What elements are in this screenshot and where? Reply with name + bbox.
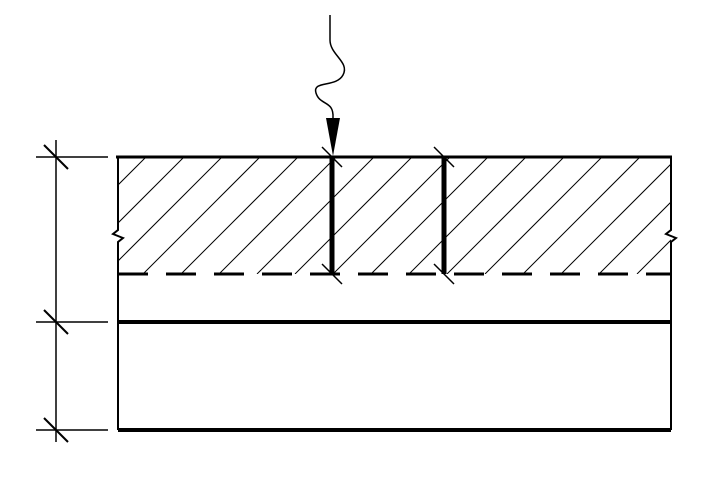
left-break-edge (111, 157, 125, 274)
hatch-line (118, 157, 147, 186)
hatch-line (118, 157, 223, 262)
dimension-tick-middle (43, 309, 69, 335)
hatch-line (636, 239, 671, 274)
dimension-tick-top (43, 144, 69, 170)
hatch-line (484, 157, 603, 274)
hatch-line (598, 201, 671, 274)
hatch-line (0, 157, 108, 274)
hatch-line (522, 157, 641, 274)
joint-tick-marks (321, 146, 455, 285)
load-arrow-head (326, 118, 340, 156)
hatch-line (180, 157, 299, 274)
hatch-line (675, 157, 712, 274)
hatch-line (118, 157, 185, 224)
hatch-line (294, 157, 413, 274)
hatch-line (446, 157, 565, 274)
hatched-top-layer (0, 157, 712, 274)
right-break-edge (664, 157, 678, 274)
hatch-line (370, 157, 489, 274)
hatch-line (142, 157, 261, 274)
load-arrow-wavy-line (314, 15, 346, 119)
load-arrow (314, 15, 346, 156)
hatch-line (332, 157, 451, 274)
dimension-tick-bottom (43, 417, 69, 443)
hatch-line (256, 157, 375, 274)
hatch-line (218, 157, 337, 274)
dimension-line (36, 140, 108, 443)
hatch-line (408, 157, 527, 274)
hatch-line (560, 163, 671, 274)
